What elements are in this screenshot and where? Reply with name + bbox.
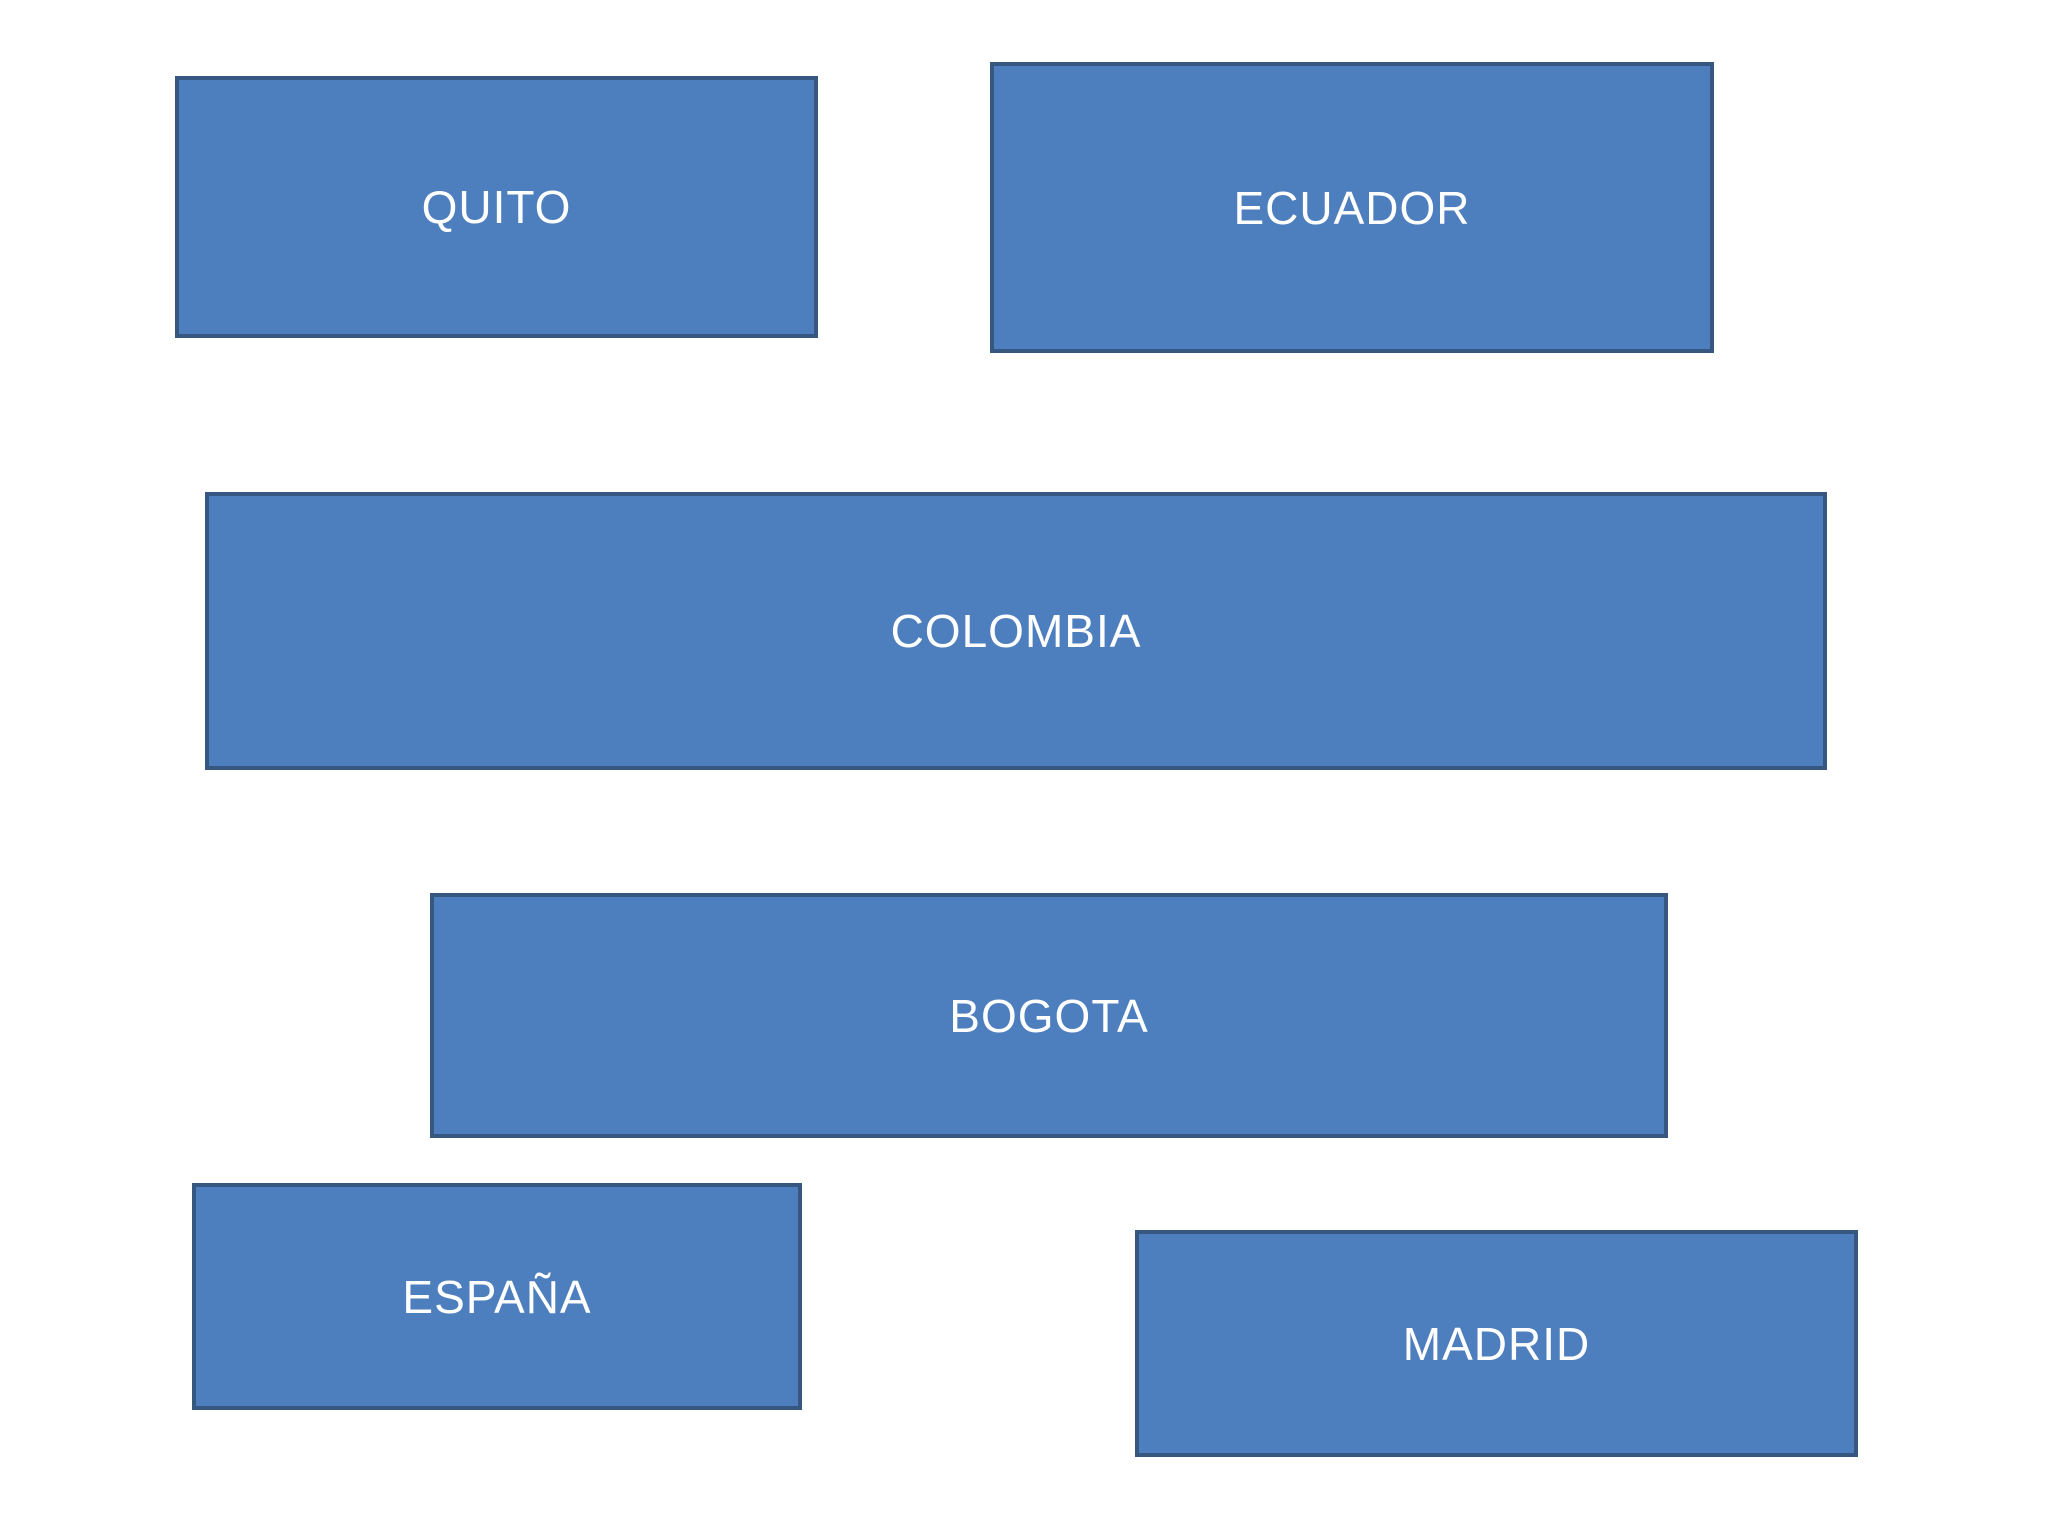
box-colombia-label: COLOMBIA (890, 605, 1142, 657)
box-madrid[interactable]: MADRID (1135, 1230, 1858, 1457)
box-madrid-label: MADRID (1402, 1317, 1591, 1370)
box-ecuador[interactable]: ECUADOR (990, 62, 1714, 353)
box-quito-label: QUITO (421, 181, 572, 233)
box-espana[interactable]: ESPAÑA (192, 1183, 802, 1410)
box-colombia[interactable]: COLOMBIA (205, 492, 1827, 770)
box-espana-label: ESPAÑA (402, 1270, 592, 1323)
box-quito[interactable]: QUITO (175, 76, 818, 338)
box-bogota-label: BOGOTA (949, 989, 1149, 1042)
box-bogota[interactable]: BOGOTA (430, 893, 1668, 1138)
box-ecuador-label: ECUADOR (1233, 181, 1471, 234)
